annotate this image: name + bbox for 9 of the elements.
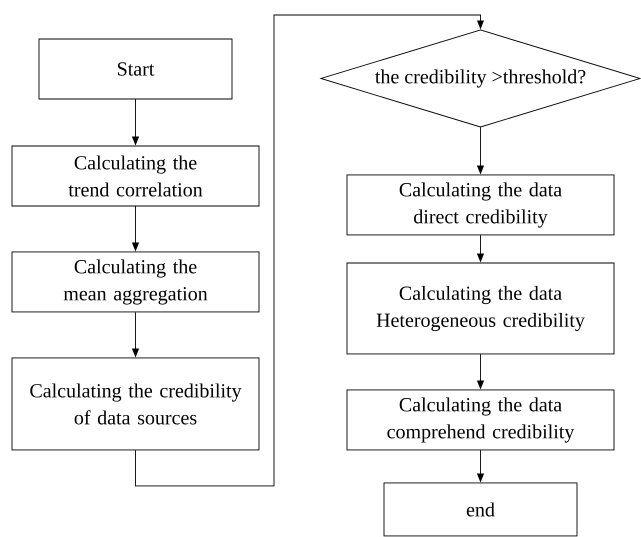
process-box: Calculating the credibility of data sources (12, 358, 260, 450)
process-box: Calculating the data Heterogeneous credibility (346, 262, 614, 354)
process-box: Start (38, 38, 232, 100)
process-box: Calculating the trend correlation (12, 146, 260, 206)
process-box: end (384, 482, 578, 536)
process-box: Calculating the data comprehend credibility (346, 390, 614, 450)
arrow (135, 14, 484, 486)
process-box: Calculating the mean aggregation (12, 252, 260, 312)
process-box: Calculating the data direct credibility (346, 174, 614, 236)
